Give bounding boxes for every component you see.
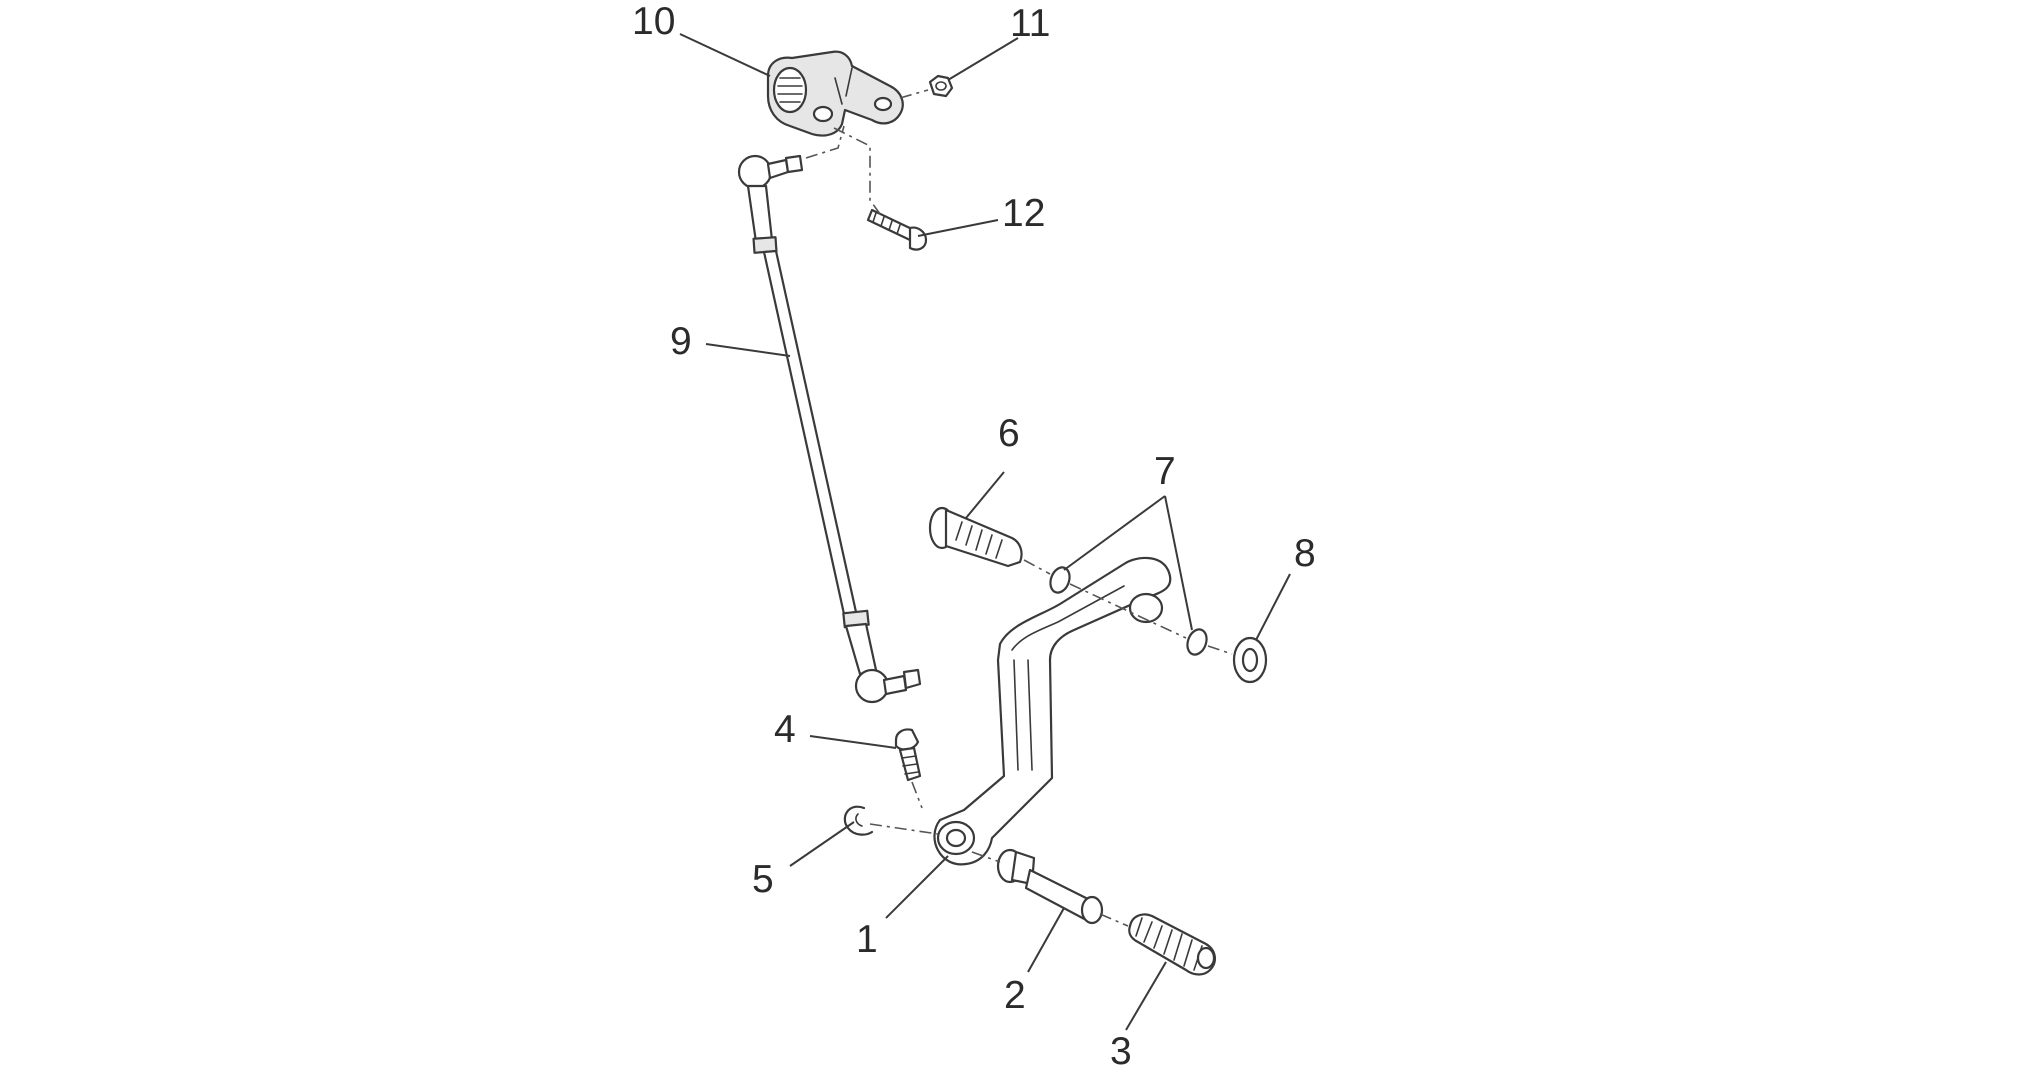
callout-9: 9: [670, 320, 692, 363]
callout-8: 8: [1294, 532, 1316, 575]
callout-10: 10: [632, 0, 675, 43]
part-5-circlip: [843, 805, 874, 836]
part-11-nut: [928, 74, 954, 98]
part-1-gear-lever: [933, 556, 1172, 866]
callout-5: 5: [752, 858, 774, 901]
callout-1: 1: [856, 918, 878, 961]
part-2-pin: [996, 848, 1104, 925]
assembly-axes: [805, 89, 1233, 927]
part-6-pivot-bolt: [928, 506, 1023, 568]
callout-4: 4: [774, 708, 796, 751]
part-3-rubber-peg: [1128, 913, 1216, 976]
part-7-o-rings: [1049, 566, 1208, 656]
part-4-screw: [894, 728, 922, 782]
callout-11: 11: [1010, 2, 1051, 45]
leader-lines: [679, 33, 1291, 1031]
callout-labels: 10 11 12 9 6 7 8 4 5 1 2 3: [632, 0, 1316, 1069]
callout-3: 3: [1110, 1030, 1132, 1069]
part-8-washer: [1232, 636, 1268, 684]
callout-6: 6: [998, 412, 1020, 455]
part-12-screw: [866, 208, 928, 251]
callout-12: 12: [1002, 192, 1045, 235]
part-9-linkage-rod: [737, 154, 922, 704]
callout-7: 7: [1154, 450, 1176, 493]
part-10-clamp: [766, 50, 904, 137]
callout-2: 2: [1004, 974, 1026, 1017]
